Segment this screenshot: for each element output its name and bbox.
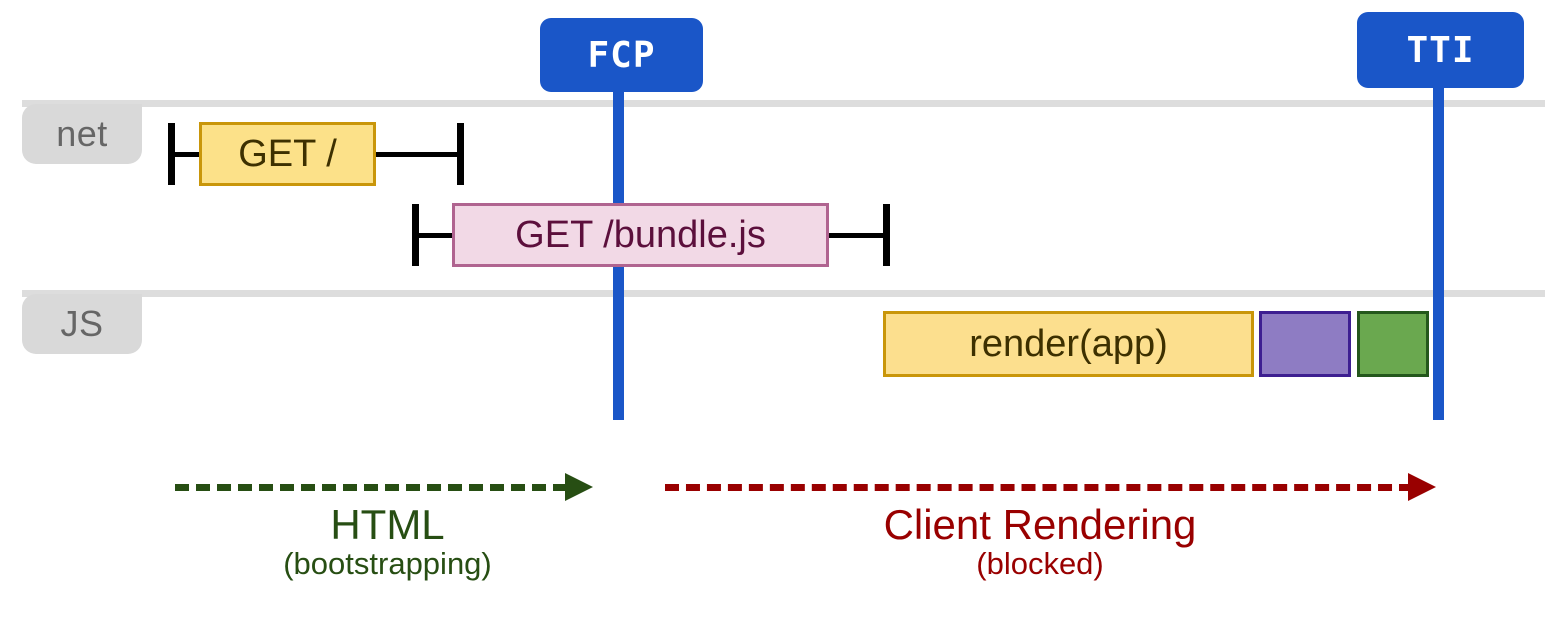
lane-label-js-text: JS [60,303,104,344]
js-bar-render-app[interactable]: render(app) [883,311,1254,377]
phase-client-subtitle: (blocked) [976,545,1104,581]
get-bundle-end-whisker-arm [826,233,886,238]
phase-html-dashed-arrow-icon [175,484,567,491]
network-bar-get-bundle[interactable]: GET /bundle.js [452,203,829,267]
phase-html-caption: HTML (bootstrapping) [185,501,590,581]
get-root-end-whisker-stem [457,123,464,185]
phase-html-title: HTML [330,501,445,548]
network-bar-get-bundle-label: GET /bundle.js [515,213,766,256]
get-bundle-start-whisker-arm [412,233,455,238]
js-bar-render-app-label: render(app) [969,322,1168,365]
phase-client-caption: Client Rendering (blocked) [660,501,1420,581]
phase-client-dashed-arrow-icon [665,484,1413,491]
phase-client-title: Client Rendering [883,501,1197,548]
js-bar-task-purple[interactable] [1259,311,1351,377]
tti-badge-label: TTI [1406,29,1475,71]
phase-html-subtitle: (bootstrapping) [283,545,492,581]
get-bundle-end-whisker-stem [883,204,890,266]
network-bar-get-root[interactable]: GET / [199,122,376,186]
tti-marker-line [1433,84,1444,420]
lane-rule-js [22,290,1545,297]
lane-rule-net [22,100,1545,107]
fcp-badge-label: FCP [587,34,656,76]
lane-label-net: net [22,104,142,164]
network-bar-get-root-label: GET / [238,132,337,175]
js-bar-task-green[interactable] [1357,311,1429,377]
get-root-start-whisker-arm [168,152,202,157]
lane-label-js: JS [22,294,142,354]
phase-client-arrowhead-icon [1408,473,1436,501]
phase-html-arrowhead-icon [565,473,593,501]
lane-label-net-text: net [56,113,108,154]
tti-badge: TTI [1357,12,1524,88]
get-root-end-whisker-arm [373,152,460,157]
fcp-badge: FCP [540,18,703,92]
